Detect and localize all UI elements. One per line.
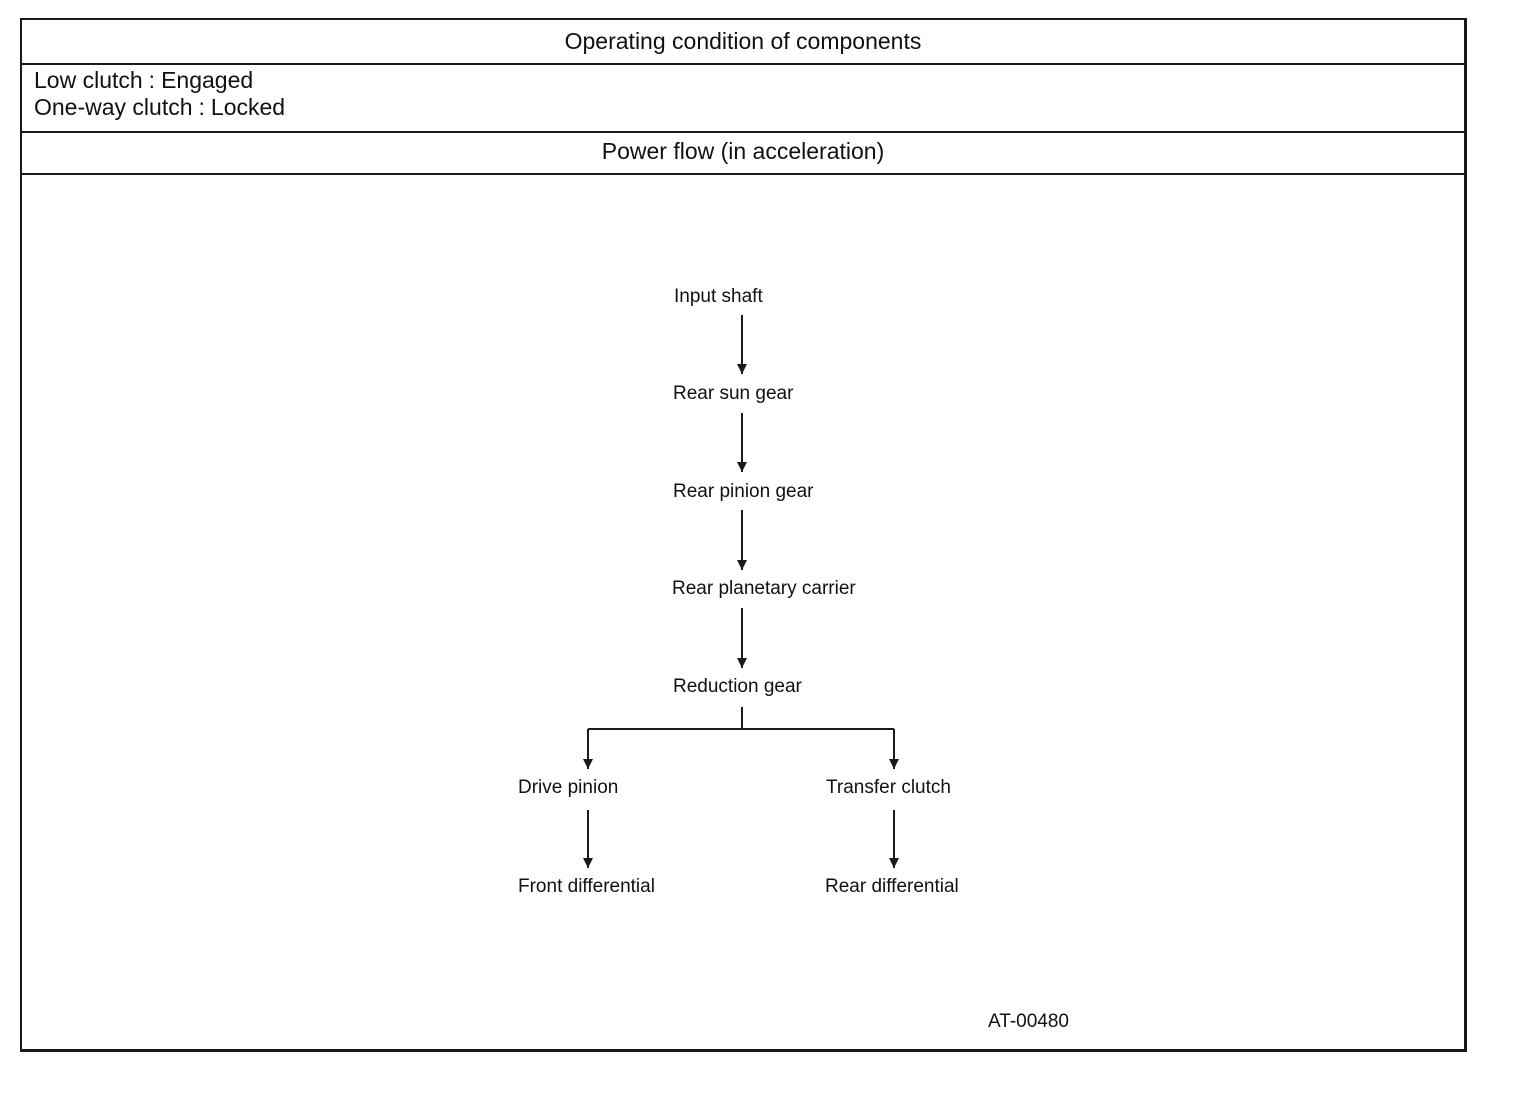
condition-low-clutch: Low clutch:Engaged — [34, 67, 1464, 94]
node-front-differential: Front differential — [518, 876, 655, 897]
condition-component: Low clutch — [34, 67, 143, 93]
node-rear-sun-gear: Rear sun gear — [673, 383, 794, 404]
node-rear-differential: Rear differential — [825, 876, 959, 897]
condition-state: Engaged — [161, 67, 254, 93]
node-rear-pinion-gear: Rear pinion gear — [673, 481, 814, 502]
node-drive-pinion: Drive pinion — [518, 777, 619, 798]
condition-separator: : — [198, 94, 205, 120]
diagram-frame: Operating condition of components Low cl… — [20, 18, 1467, 1052]
power-flow-header: Power flow (in acceleration) — [22, 133, 1464, 175]
condition-one-way-clutch: One-way clutch:Locked — [34, 94, 1464, 121]
condition-separator: : — [148, 67, 156, 93]
conditions-cell: Low clutch:Engaged One-way clutch:Locked — [22, 65, 1464, 133]
node-reduction-gear: Reduction gear — [673, 676, 802, 697]
condition-state: Locked — [210, 94, 286, 120]
figure-code: AT-00480 — [988, 1011, 1069, 1032]
node-rear-planetary-carrier: Rear planetary carrier — [672, 578, 856, 599]
flow-edges — [583, 315, 899, 868]
components-header: Operating condition of components — [22, 20, 1464, 65]
condition-component: One-way clutch — [34, 94, 193, 120]
node-transfer-clutch: Transfer clutch — [826, 777, 951, 798]
node-input-shaft: Input shaft — [674, 286, 763, 307]
